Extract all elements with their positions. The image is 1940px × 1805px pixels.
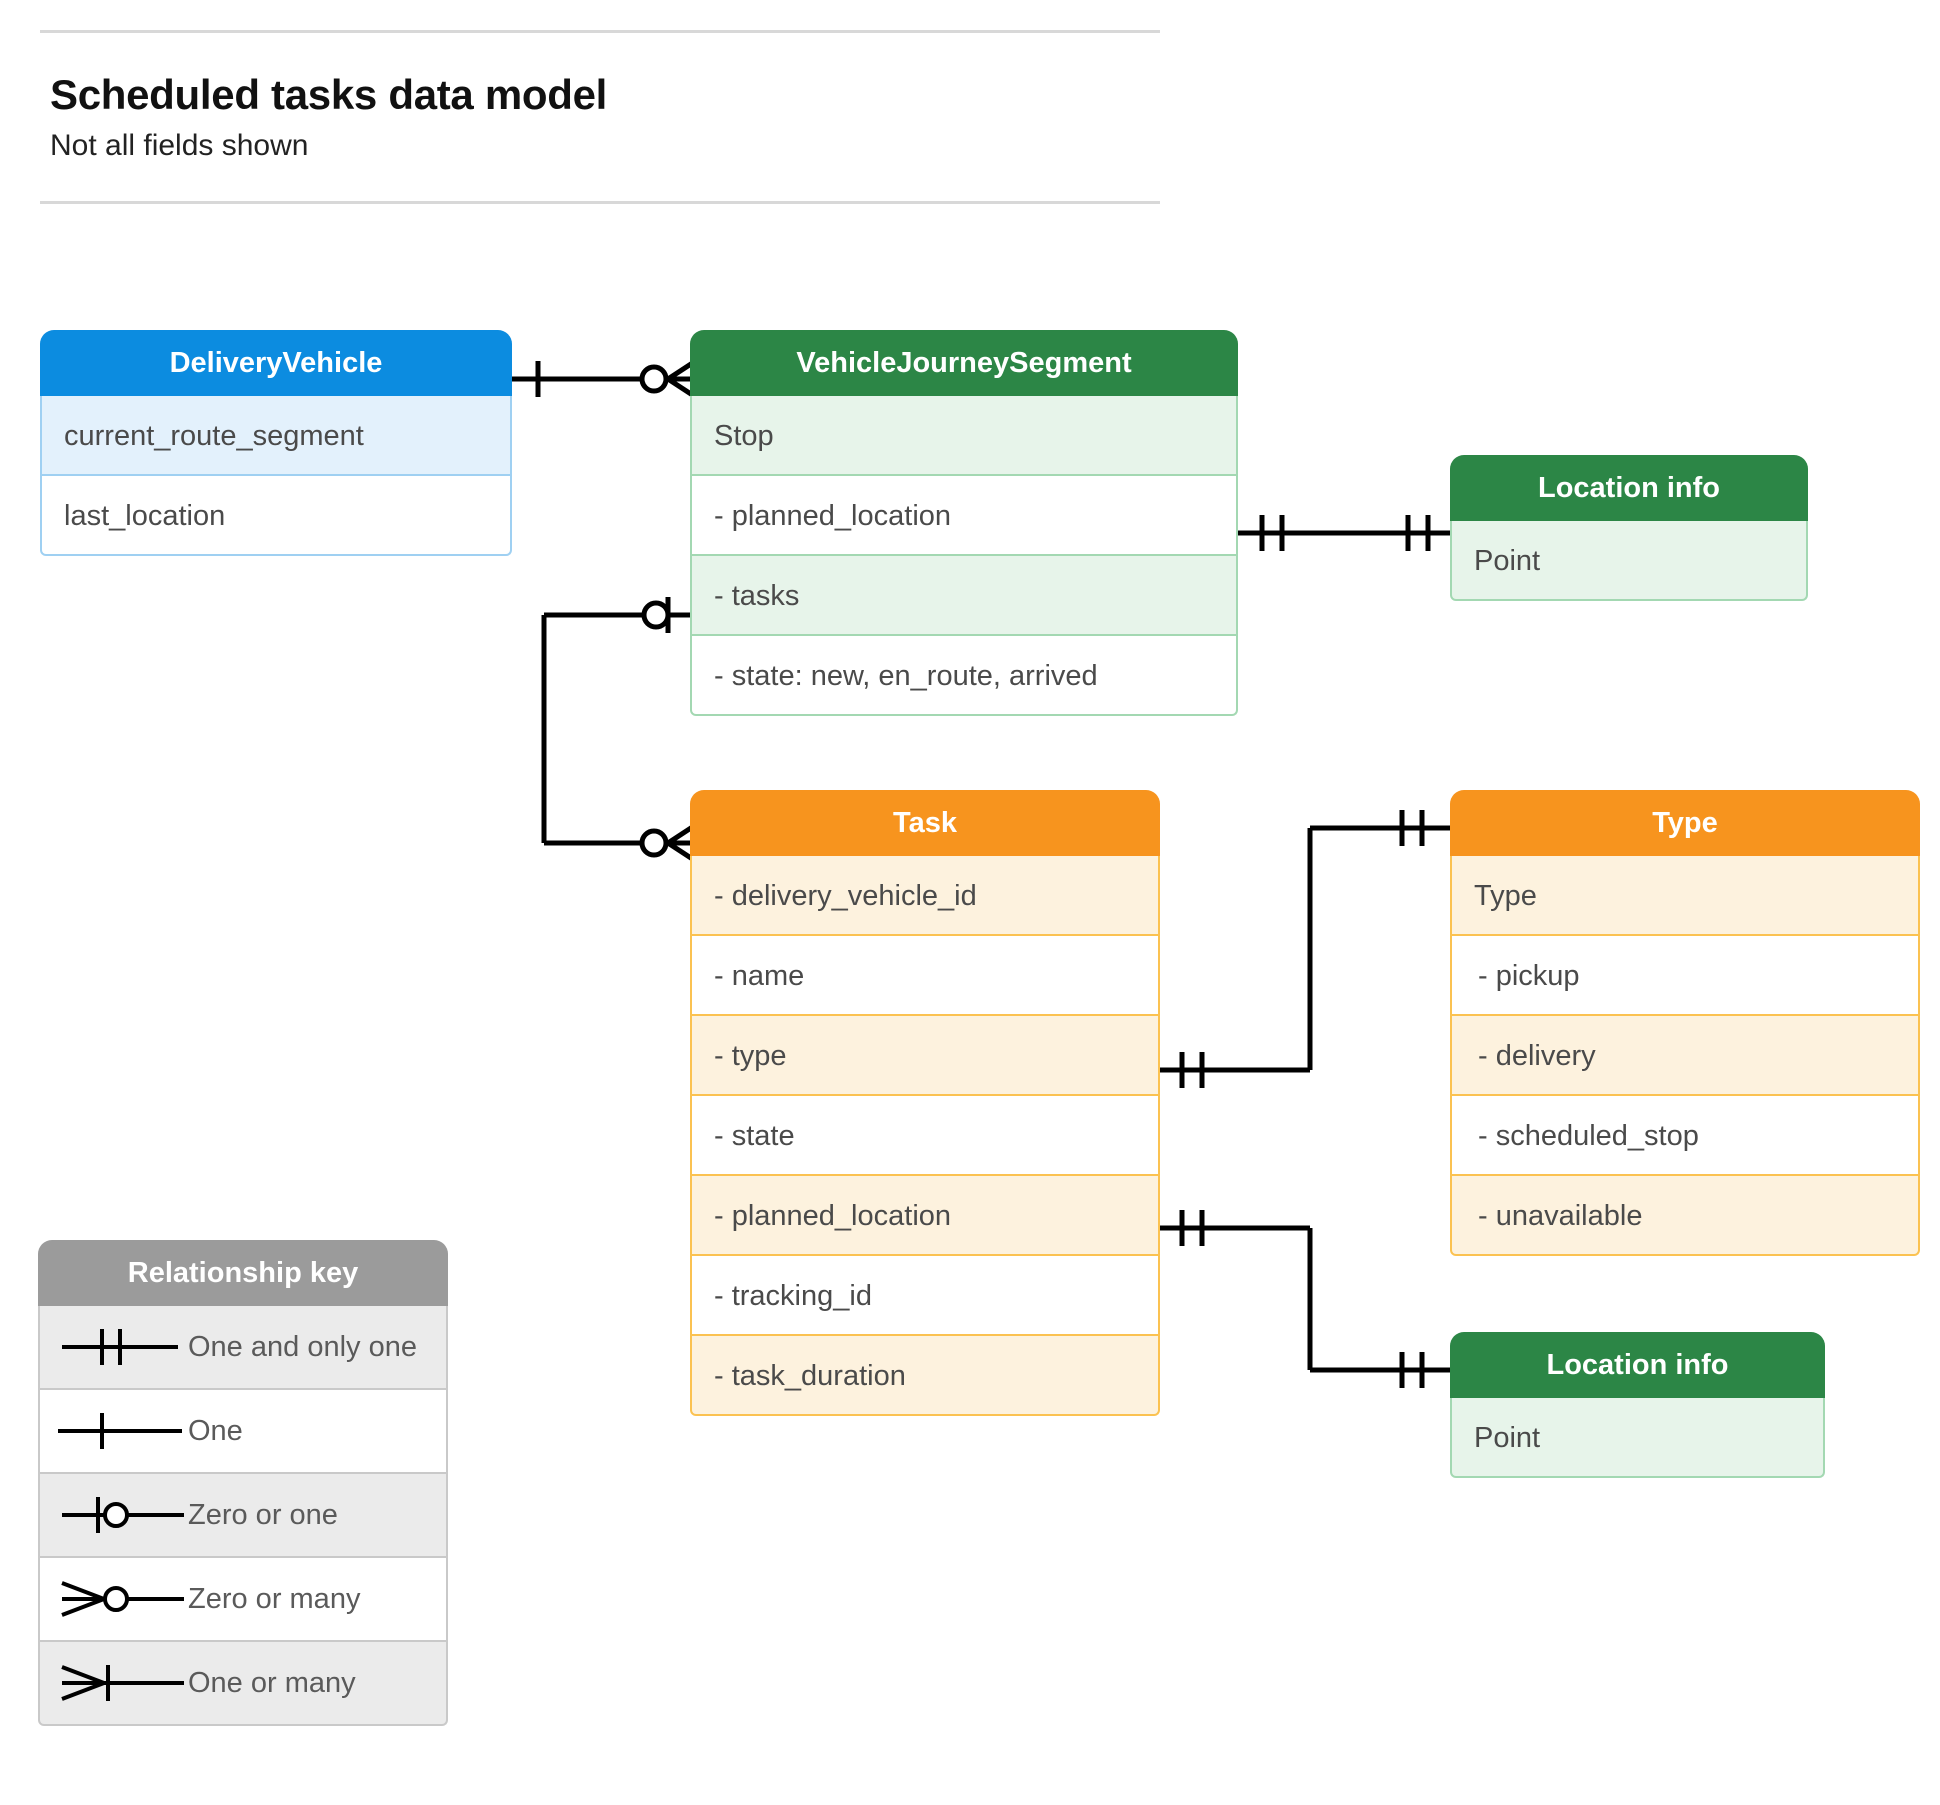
field-row: - planned_location <box>690 1176 1160 1256</box>
header-rule-bottom <box>40 201 1160 204</box>
one-and-only-one-icon <box>40 1306 188 1388</box>
relationship-key-legend: Relationship key One and only one One <box>38 1240 448 1726</box>
field-row: Point <box>1450 1398 1825 1478</box>
field-row: - delivery <box>1450 1016 1920 1096</box>
field-row: - unavailable <box>1450 1176 1920 1256</box>
entity-title-vehicle-journey-segment: VehicleJourneySegment <box>690 330 1238 396</box>
zero-or-many-icon <box>40 1558 188 1640</box>
entity-task[interactable]: Task - delivery_vehicle_id - name - type… <box>690 790 1160 1416</box>
page-header: Scheduled tasks data model Not all field… <box>40 30 1160 204</box>
entity-location-info-top[interactable]: Location info Point <box>1450 455 1808 601</box>
legend-item: One or many <box>38 1642 448 1726</box>
legend-item-label: Zero or one <box>188 1499 338 1531</box>
legend-item: One and only one <box>38 1306 448 1390</box>
legend-title: Relationship key <box>38 1240 448 1306</box>
zero-or-one-icon <box>40 1474 188 1556</box>
entity-title-task: Task <box>690 790 1160 856</box>
field-row: - state: new, en_route, arrived <box>690 636 1238 716</box>
entity-type[interactable]: Type Type - pickup - delivery - schedule… <box>1450 790 1920 1256</box>
legend-item: Zero or one <box>38 1474 448 1558</box>
field-row: Type <box>1450 856 1920 936</box>
field-row: Point <box>1450 521 1808 601</box>
entity-location-info-bottom[interactable]: Location info Point <box>1450 1332 1825 1478</box>
field-row: - delivery_vehicle_id <box>690 856 1160 936</box>
field-row: - scheduled_stop <box>1450 1096 1920 1176</box>
field-row: current_route_segment <box>40 396 512 476</box>
header-rule-top <box>40 30 1160 33</box>
entity-vehicle-journey-segment[interactable]: VehicleJourneySegment Stop - planned_loc… <box>690 330 1238 716</box>
legend-item: One <box>38 1390 448 1474</box>
field-row: - name <box>690 936 1160 1016</box>
field-row: - tracking_id <box>690 1256 1160 1336</box>
field-row: - state <box>690 1096 1160 1176</box>
field-row: - type <box>690 1016 1160 1096</box>
entity-title-location-info-bottom: Location info <box>1450 1332 1825 1398</box>
field-row: - tasks <box>690 556 1238 636</box>
entity-title-location-info-top: Location info <box>1450 455 1808 521</box>
one-or-many-icon <box>40 1642 188 1724</box>
legend-item-label: Zero or many <box>188 1583 361 1615</box>
legend-item-label: One or many <box>188 1667 356 1699</box>
field-row: Stop <box>690 396 1238 476</box>
entity-delivery-vehicle[interactable]: DeliveryVehicle current_route_segment la… <box>40 330 512 556</box>
page-subtitle: Not all fields shown <box>50 129 309 162</box>
legend-item-label: One and only one <box>188 1331 417 1363</box>
field-row: - pickup <box>1450 936 1920 1016</box>
legend-item-label: One <box>188 1415 243 1447</box>
page-title: Scheduled tasks data model <box>50 71 608 118</box>
legend-item: Zero or many <box>38 1558 448 1642</box>
field-row: last_location <box>40 476 512 556</box>
entity-title-delivery-vehicle: DeliveryVehicle <box>40 330 512 396</box>
field-row: - planned_location <box>690 476 1238 556</box>
field-row: - task_duration <box>690 1336 1160 1416</box>
entity-title-type: Type <box>1450 790 1920 856</box>
one-icon <box>40 1390 188 1472</box>
